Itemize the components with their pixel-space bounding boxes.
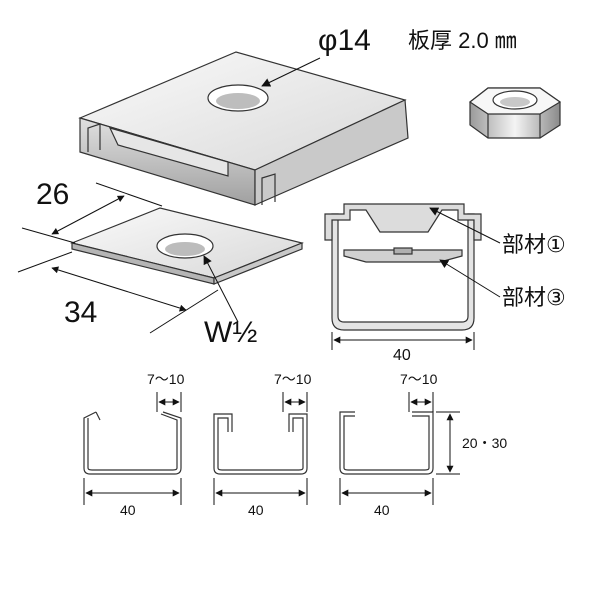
bolt-leader-line [203,255,239,323]
part3-label: 部材③ [502,285,566,310]
dim-26-ext1 [21,227,76,244]
dim-34-line [51,266,187,312]
washer-width-label: 26 [36,178,69,211]
profile3-width-label: 40 [374,502,390,518]
profile2-width-label: 40 [248,502,264,518]
channel-profile-2 [213,413,308,475]
hex-nut [468,87,562,139]
channel-height-label: 20・30 [462,435,507,451]
part3-leader [439,259,501,298]
part1-label: 部材① [502,232,566,257]
dim-26-line [51,195,125,235]
channel-profile-3 [339,411,434,475]
washer-length-label: 34 [64,296,97,329]
profile1-opening-label: 7～10 [147,371,185,387]
profile1-width-label: 40 [120,502,136,518]
hole-diameter-label: φ14 [318,24,371,57]
bolt-size-label: W½ [204,316,257,349]
section-width-label: 40 [393,347,411,364]
dim-34-ext2 [149,289,219,334]
dim-26-ext2 [95,182,163,207]
channel-profile-1 [83,411,182,475]
dim-34-ext1 [17,251,73,273]
profile3-opening-label: 7～10 [400,371,438,387]
hole-leader-line [261,57,321,87]
square-washer [70,207,304,285]
profile2-opening-label: 7～10 [274,371,312,387]
channel-nut-plate [78,51,409,206]
part1-leader [429,207,501,244]
thickness-label: 板厚 2.0 ㎜ [408,28,517,53]
assembly-cross-section [324,203,482,331]
